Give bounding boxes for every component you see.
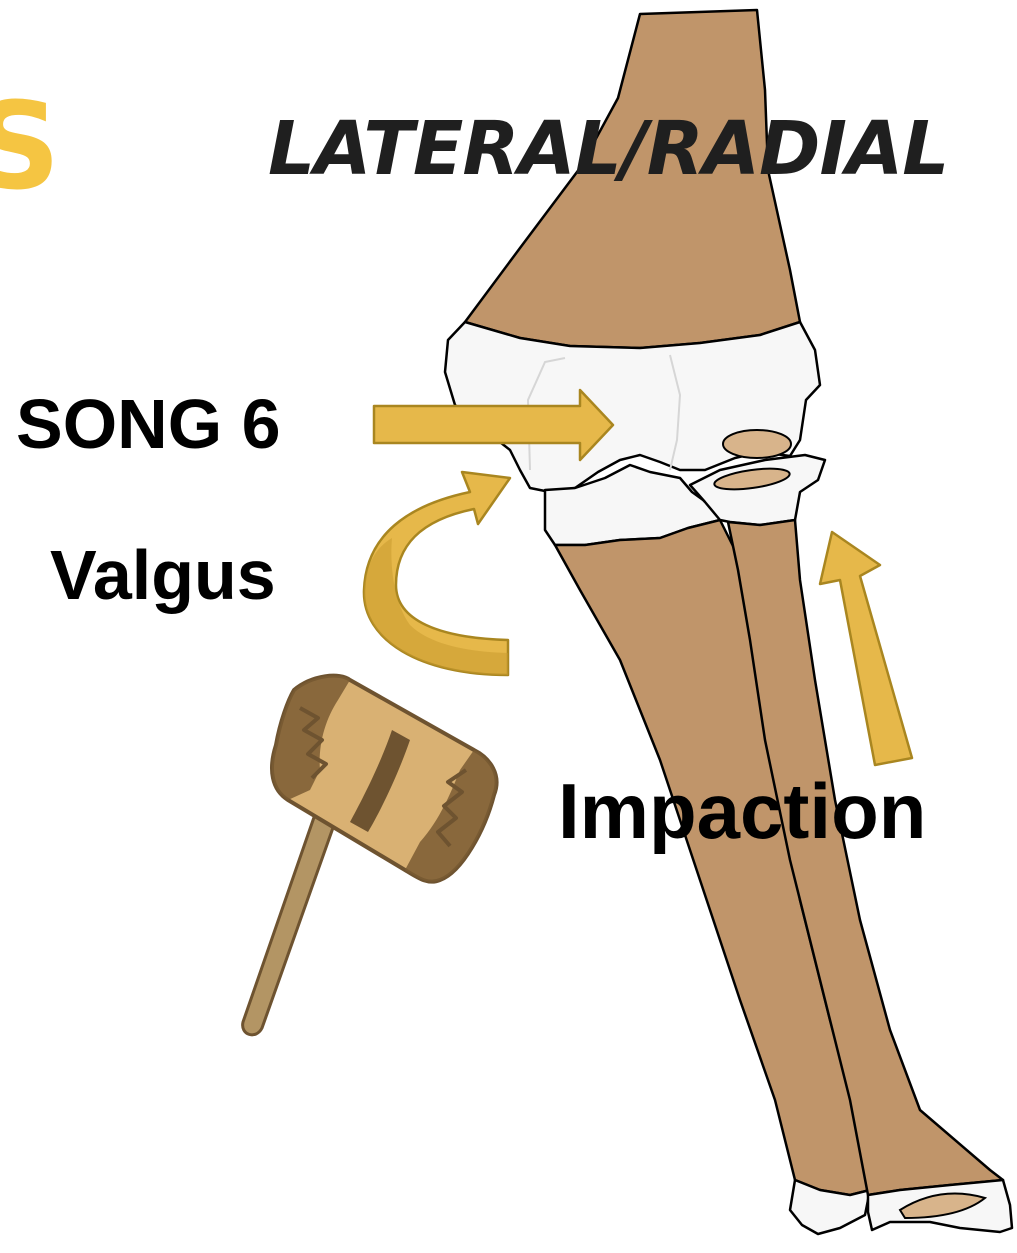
- diagram-title: LATERAL/RADIAL: [268, 112, 948, 186]
- valgus-arrow-shading: [364, 538, 508, 675]
- valgus-label: Valgus: [50, 540, 276, 610]
- force-arrow-icon: [820, 532, 912, 765]
- mallet-icon: [243, 676, 497, 1035]
- song-label: SONG 6: [16, 389, 281, 459]
- corner-glyph: S: [0, 88, 60, 208]
- radial-head-articular-surface: [723, 430, 791, 458]
- impaction-label: Impaction: [558, 772, 926, 850]
